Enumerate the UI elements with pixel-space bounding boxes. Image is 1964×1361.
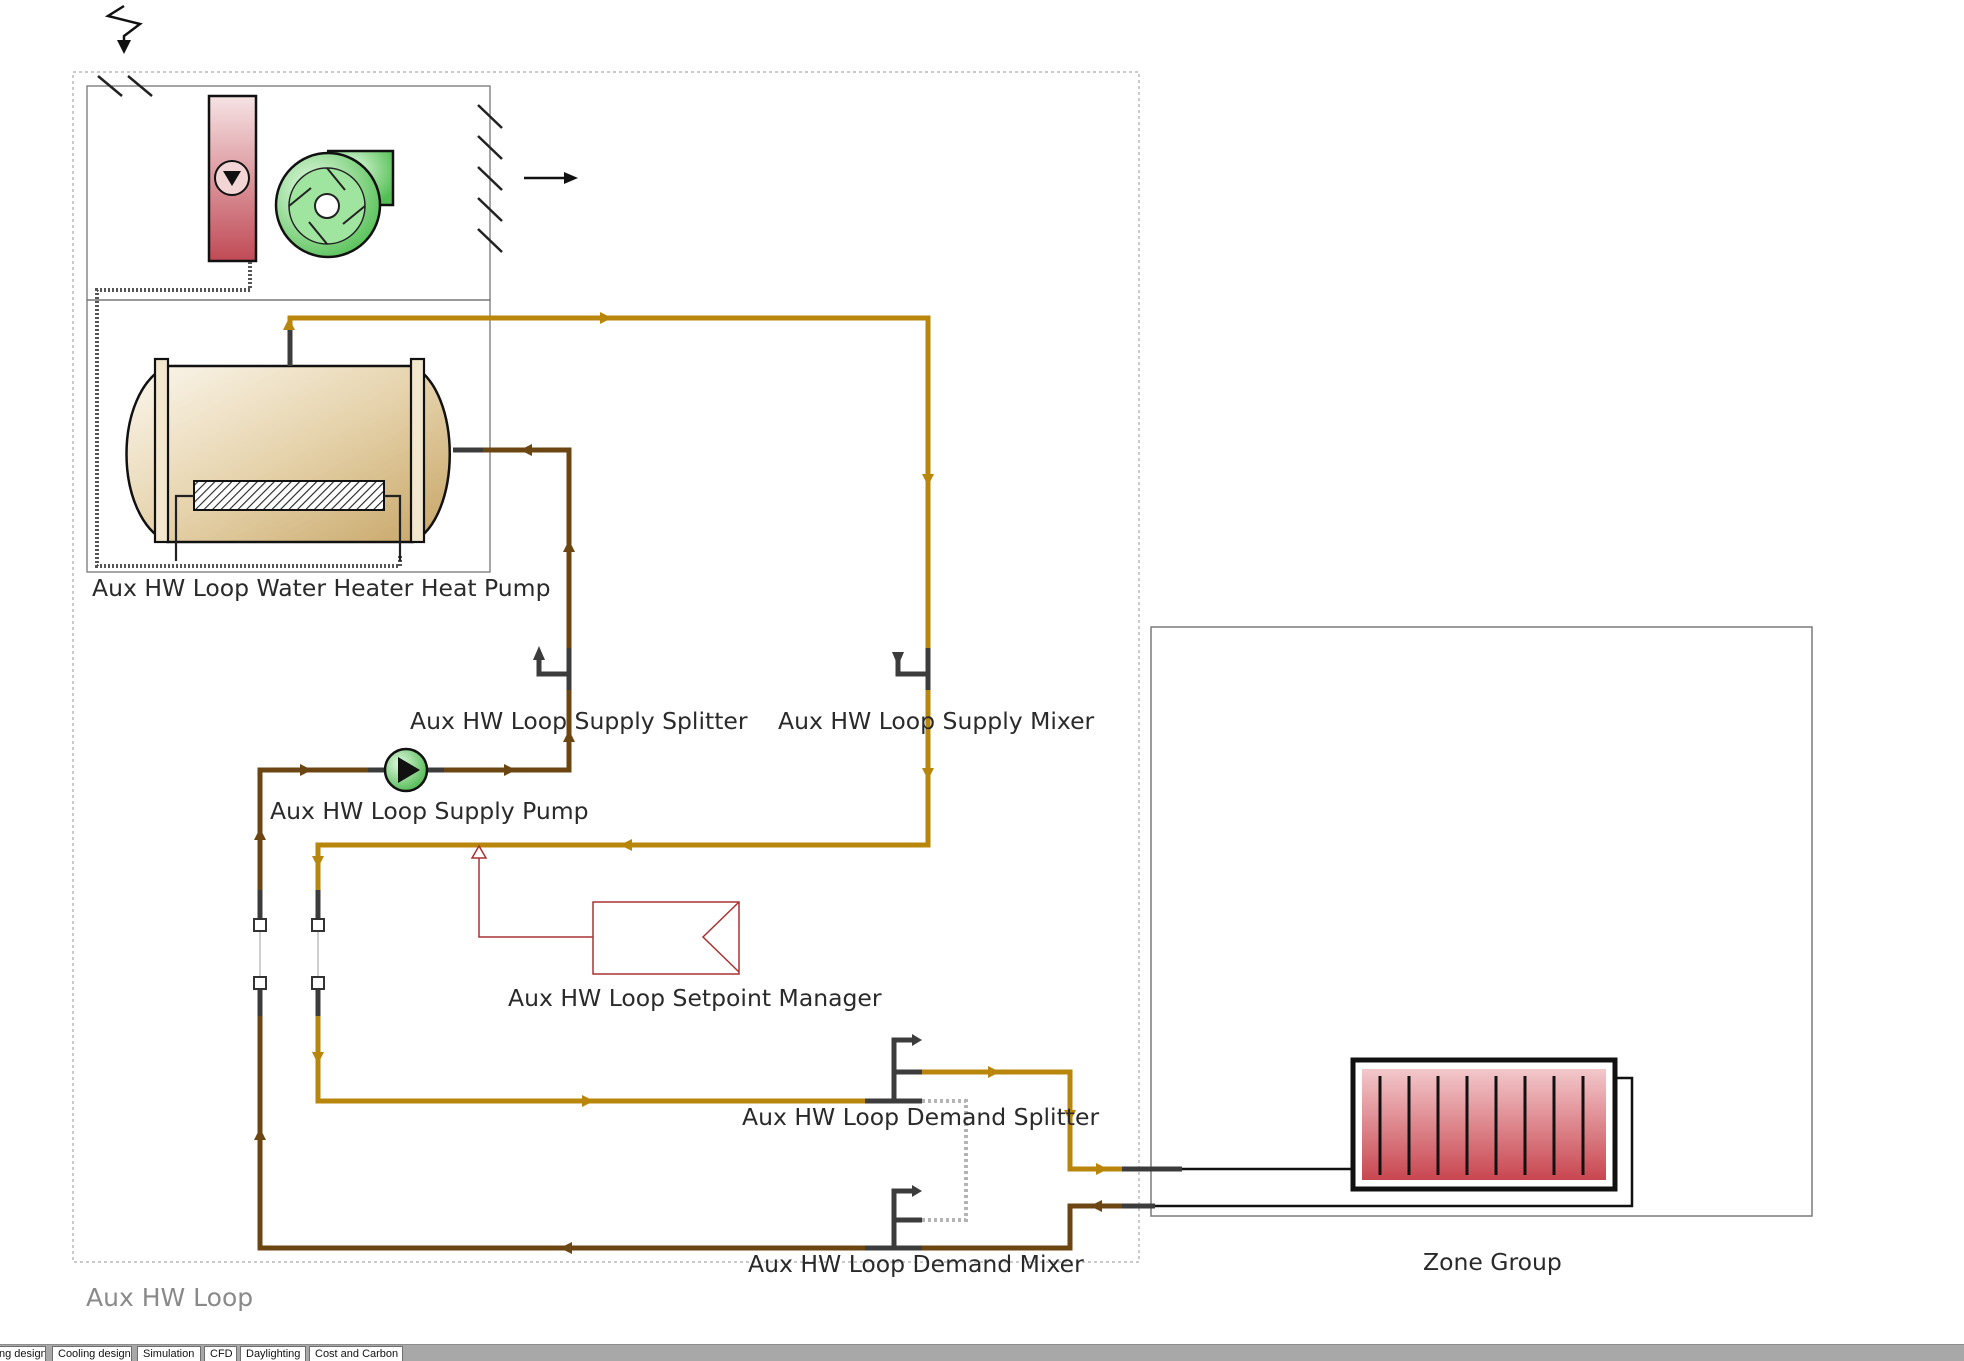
- setpoint-manager-icon[interactable]: [470, 844, 740, 975]
- controls-link: [95, 262, 402, 568]
- supply-splitter[interactable]: [533, 646, 572, 690]
- tab-cfd[interactable]: CFD: [204, 1346, 237, 1361]
- tab-heating-design[interactable]: ng design: [0, 1346, 46, 1361]
- tab-simulation[interactable]: Simulation: [137, 1346, 201, 1361]
- storage-tank-icon: [125, 330, 483, 561]
- zone-group-box[interactable]: [1150, 626, 1813, 1217]
- tab-cost-and-carbon[interactable]: Cost and Carbon: [309, 1346, 403, 1361]
- air-outlet-grille-icon: [477, 104, 503, 253]
- demand-mixer-label: Aux HW Loop Demand Mixer: [748, 1250, 1084, 1278]
- supply-splitter-label: Aux HW Loop Supply Splitter: [410, 707, 748, 735]
- zone-heating-coil-icon[interactable]: [1155, 1057, 1634, 1208]
- air-outlet-arrow-icon: [524, 172, 578, 184]
- heating-element-icon: [193, 480, 385, 511]
- supply-mixer[interactable]: [892, 648, 931, 690]
- demand-bypass[interactable]: [922, 1099, 968, 1222]
- blower-fan-icon: [274, 149, 395, 259]
- demand-splitter-label: Aux HW Loop Demand Splitter: [742, 1103, 1099, 1131]
- loop-connectors: [253, 918, 325, 990]
- demand-mixer[interactable]: [891, 1185, 922, 1248]
- electric-supply-icon: [104, 4, 143, 54]
- water-heater-heat-pump[interactable]: [86, 4, 578, 573]
- zone-group-label: Zone Group: [1423, 1248, 1562, 1276]
- loop-name-label: Aux HW Loop: [86, 1283, 253, 1312]
- supply-mixer-label: Aux HW Loop Supply Mixer: [778, 707, 1095, 735]
- water-heater-label: Aux HW Loop Water Heater Heat Pump: [92, 574, 551, 602]
- tank-box: [86, 299, 491, 573]
- supply-pump-icon[interactable]: [383, 747, 429, 793]
- tab-daylighting[interactable]: Daylighting: [240, 1346, 306, 1361]
- bottom-tab-bar: ng design Cooling design Simulation CFD …: [0, 1344, 1964, 1361]
- flow-arrows: [254, 312, 1108, 1254]
- demand-splitter[interactable]: [891, 1034, 922, 1101]
- setpoint-manager-label: Aux HW Loop Setpoint Manager: [508, 984, 882, 1012]
- air-inlet-grille-icon: [97, 75, 153, 97]
- supply-pump-label: Aux HW Loop Supply Pump: [270, 797, 589, 825]
- tab-cooling-design[interactable]: Cooling design: [52, 1346, 132, 1361]
